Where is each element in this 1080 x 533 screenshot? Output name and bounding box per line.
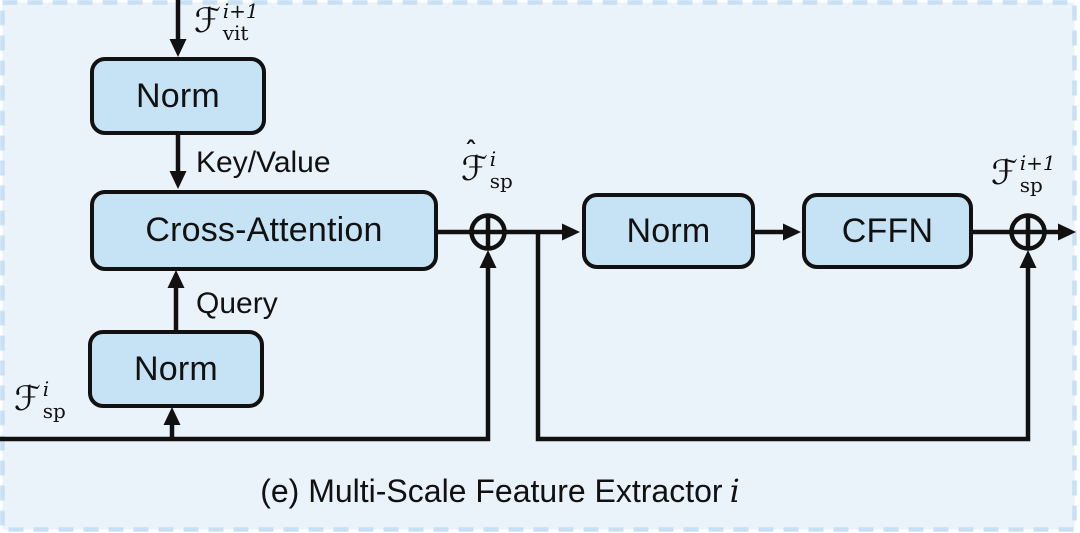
cross-attention-label: Cross-Attention — [145, 211, 383, 249]
arrow-add1-to-norm — [504, 223, 580, 241]
arrow-key-value — [169, 134, 187, 189]
key-value-label: Key/Value — [196, 146, 331, 179]
cross-attention-block: Cross-Attention — [90, 190, 438, 271]
norm-block-post-label: Norm — [626, 211, 711, 250]
subscript: sp — [42, 399, 66, 423]
superscript: i+1 — [222, 0, 259, 23]
script-f-symbol: ℱ — [461, 149, 488, 189]
script-f-symbol: ℱ — [991, 153, 1018, 193]
query-label: Query — [196, 287, 278, 320]
f-vit-input-label: ℱ i+1 vit — [194, 0, 259, 45]
norm-block-query: Norm — [88, 330, 264, 408]
arrow-query — [167, 270, 185, 330]
superscript: i+1 — [1019, 151, 1056, 175]
hat-accent: ˆ — [465, 136, 477, 165]
arrow-output — [1045, 223, 1076, 241]
caption-text: (e) Multi-Scale Feature Extractor — [260, 473, 723, 509]
skip-line-right — [535, 232, 1037, 442]
norm-block-post: Norm — [582, 193, 755, 269]
norm-block-query-label: Norm — [134, 349, 218, 388]
arrow-norm-to-cffn — [754, 223, 801, 241]
add-operator-1 — [469, 213, 507, 251]
cffn-block: CFFN — [802, 193, 973, 269]
f-sp-input-label: ℱ i sp — [14, 377, 66, 423]
skip-line-left — [0, 250, 497, 442]
f-sp-output-label: ℱ i+1 sp — [991, 151, 1056, 197]
superscript: i — [489, 147, 497, 171]
norm-block-top: Norm — [90, 57, 266, 135]
subscript: vit — [222, 21, 249, 45]
subscript: sp — [1019, 173, 1043, 197]
arrow-vit-input — [169, 0, 187, 57]
add-operator-2 — [1009, 213, 1047, 251]
caption-index-variable: i — [729, 472, 740, 510]
superscript: i — [42, 377, 50, 401]
f-sp-hat-label: ˆ ℱ i sp — [461, 139, 513, 193]
norm-block-top-label: Norm — [136, 76, 220, 115]
script-f-symbol: ℱ — [194, 1, 221, 41]
script-f-symbol: ℱ — [14, 379, 41, 419]
cffn-label: CFFN — [841, 211, 934, 250]
subscript: sp — [489, 169, 513, 193]
